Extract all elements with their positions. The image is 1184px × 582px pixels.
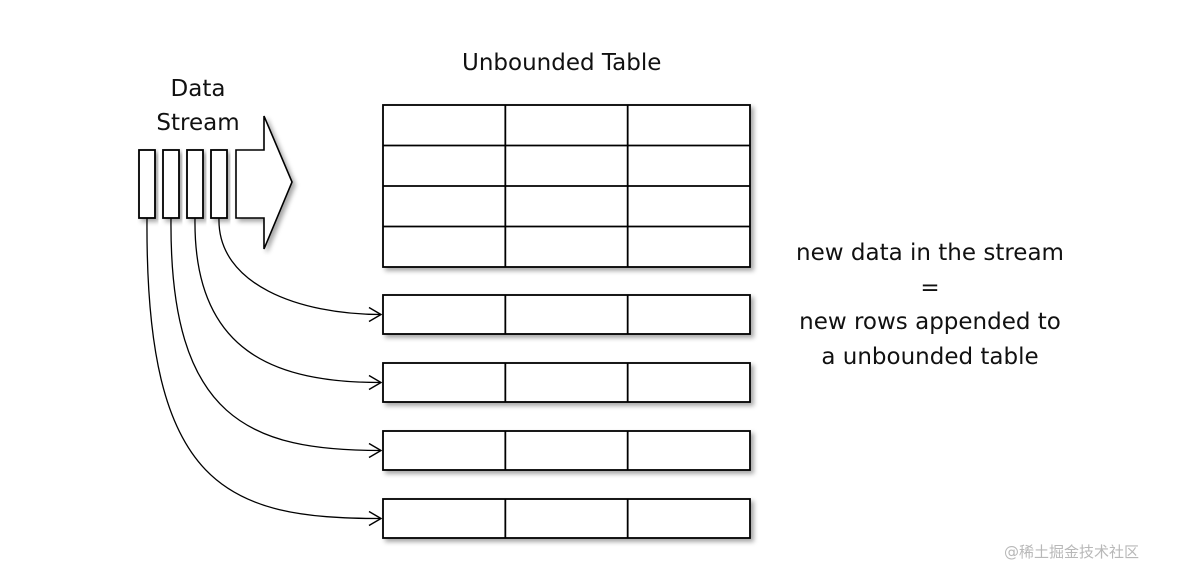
connector-arrowhead (368, 306, 383, 323)
explanation-line3: new rows appended to (799, 309, 1061, 335)
stream-to-row-connector (194, 217, 382, 384)
appended-row (382, 294, 751, 335)
data-stream-label-line1: Data (170, 76, 226, 102)
connector-arrowhead (368, 374, 383, 391)
appended-row-frame (382, 294, 751, 335)
stream-segment (162, 149, 180, 219)
explanation-line4: a unbounded table (821, 343, 1039, 370)
explanation-text: new data in the stream = new rows append… (780, 236, 1080, 374)
connector-arrowhead (368, 442, 383, 459)
stream-segment (186, 149, 204, 219)
watermark-text: @稀土掘金技术社区 (1004, 543, 1140, 561)
stream-to-row-connector (146, 217, 382, 520)
appended-row (382, 430, 751, 471)
appended-row-frame (382, 362, 751, 403)
stream-to-row-connector (218, 217, 382, 316)
stream-segment (210, 149, 228, 219)
explanation-line1: new data in the stream (796, 240, 1064, 266)
stream-segment (138, 149, 156, 219)
appended-row-frame (382, 498, 751, 539)
appended-row-frame (382, 430, 751, 471)
data-stream-label-line2: Stream (156, 110, 240, 136)
explanation-line2: = (920, 274, 940, 301)
connector-arrowhead (368, 510, 383, 527)
unbounded-table-title: Unbounded Table (462, 50, 662, 76)
appended-row (382, 362, 751, 403)
data-stream-label: Data Stream (130, 72, 266, 140)
appended-row (382, 498, 751, 539)
unbounded-table (382, 104, 751, 268)
stream-direction-arrow (235, 115, 293, 250)
stream-to-row-connector (170, 217, 382, 452)
